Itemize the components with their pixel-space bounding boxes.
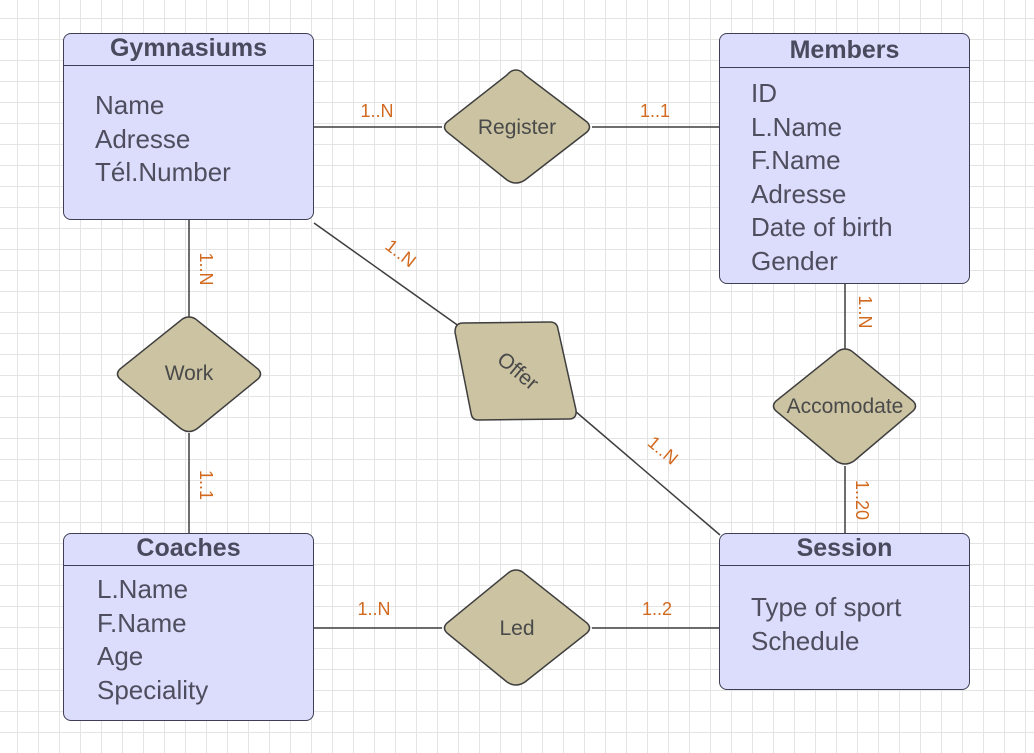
entity-members[interactable]: Members ID L.Name F.Name Adresse Date of… bbox=[719, 33, 970, 284]
cardinality-work-coaches: 1..1 bbox=[196, 470, 216, 500]
entity-title-session: Session bbox=[720, 534, 969, 566]
connector-gymnasiums-offer[interactable] bbox=[313, 222, 464, 330]
attribute: Age bbox=[97, 641, 144, 671]
cardinality-work-gymnasiums: 1..N bbox=[196, 252, 216, 285]
cardinality-register-members: 1..1 bbox=[640, 101, 670, 121]
attribute: F.Name bbox=[751, 145, 841, 175]
attribute: F.Name bbox=[97, 607, 187, 638]
cardinality-offer-gymnasiums: 1..N bbox=[382, 235, 420, 271]
entity-session[interactable]: Session Type of sport Schedule bbox=[719, 533, 970, 690]
attribute: Tél.Number bbox=[95, 157, 231, 187]
attribute: Speciality bbox=[97, 674, 209, 705]
relationship-label-accomodate: Accomodate bbox=[787, 395, 904, 418]
attribute: L.Name bbox=[97, 574, 189, 604]
attribute: Date of birth bbox=[751, 212, 893, 242]
attribute-list-members: ID L.Name F.Name Adresse Date of birth G… bbox=[751, 77, 893, 278]
entity-title-gymnasiums: Gymnasiums bbox=[64, 34, 313, 66]
cardinality-offer-session: 1..N bbox=[644, 432, 682, 469]
attribute: L.Name bbox=[751, 111, 843, 142]
attribute-list-session: Type of sport Schedule bbox=[751, 591, 901, 658]
cardinality-register-gymnasiums: 1..N bbox=[360, 101, 393, 121]
attribute: Schedule bbox=[751, 625, 860, 656]
cardinality-led-coaches: 1..N bbox=[357, 599, 390, 619]
attribute: ID bbox=[751, 78, 777, 108]
cardinality-led-session: 1..2 bbox=[642, 599, 672, 619]
relationship-label-register: Register bbox=[478, 116, 556, 139]
attribute: Name bbox=[95, 90, 165, 120]
attribute: Adresse bbox=[95, 123, 191, 154]
cardinality-accomodate-members: 1..N bbox=[855, 295, 875, 328]
attribute: Type of sport bbox=[751, 592, 902, 622]
entity-gymnasiums[interactable]: Gymnasiums Name Adresse Tél.Number bbox=[63, 33, 314, 220]
relationship-led[interactable]: Led bbox=[443, 569, 591, 686]
entity-title-members: Members bbox=[720, 34, 969, 68]
entity-coaches[interactable]: Coaches L.Name F.Name Age Speciality bbox=[63, 533, 314, 721]
relationship-register[interactable]: Register bbox=[443, 69, 591, 184]
relationship-label-led: Led bbox=[499, 617, 534, 640]
attribute-list-coaches: L.Name F.Name Age Speciality bbox=[97, 573, 208, 707]
relationship-accomodate[interactable]: Accomodate bbox=[772, 348, 917, 465]
entity-title-coaches: Coaches bbox=[64, 534, 313, 566]
attribute: Adresse bbox=[751, 178, 847, 209]
cardinality-accomodate-session: 1..20 bbox=[852, 480, 872, 520]
relationship-work[interactable]: Work bbox=[116, 316, 262, 433]
attribute-list-gymnasiums: Name Adresse Tél.Number bbox=[95, 89, 231, 190]
relationship-offer[interactable]: Offer bbox=[454, 321, 577, 421]
attribute: Gender bbox=[751, 245, 838, 276]
relationship-label-work: Work bbox=[165, 362, 214, 385]
connector-offer-session[interactable] bbox=[574, 410, 721, 536]
